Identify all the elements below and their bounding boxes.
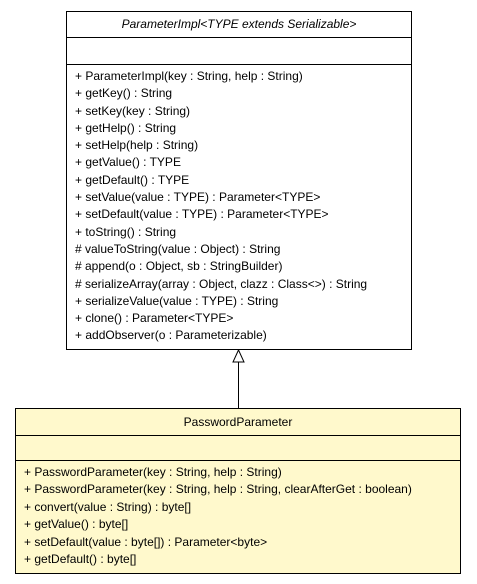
operation: + setValue(value : TYPE) : Parameter<TYP… — [75, 190, 321, 205]
operation: + getValue() : TYPE — [75, 155, 181, 170]
operation: + PasswordParameter(key : String, help :… — [24, 465, 282, 479]
operation: + getHelp() : String — [75, 120, 177, 135]
operation: + getDefault() : byte[] — [24, 551, 137, 566]
operation: + setHelp(help : String) — [75, 138, 199, 153]
operation: + setDefault(value : TYPE) : Parameter<T… — [75, 207, 329, 222]
operation: + setKey(key : String) — [75, 103, 191, 118]
class-passwordparameter[interactable]: PasswordParameter + PasswordParameter(ke… — [15, 408, 461, 574]
operations-compartment-passwordparameter: + PasswordParameter(key : String, help :… — [16, 461, 460, 568]
operation: # append(o : Object, sb : StringBuilder) — [75, 259, 283, 274]
generalization-arrowhead-icon — [232, 348, 245, 363]
operation: + ParameterImpl(key : String, help : Str… — [75, 69, 303, 83]
operations-compartment-parameterimpl: + ParameterImpl(key : String, help : Str… — [67, 65, 411, 345]
operation: + PasswordParameter(key : String, help :… — [24, 482, 412, 497]
operation: # valueToString(value : Object) : String — [75, 241, 281, 256]
operation: + getValue() : byte[] — [24, 517, 129, 532]
class-name-parameterimpl: ParameterImpl<TYPE extends Serializable> — [67, 12, 411, 38]
operation: + getKey() : String — [75, 86, 173, 101]
class-parameterimpl[interactable]: ParameterImpl<TYPE extends Serializable>… — [66, 11, 412, 350]
operation: + clone() : Parameter<TYPE> — [75, 311, 234, 326]
class-name-passwordparameter: PasswordParameter — [16, 409, 460, 436]
operation: # serializeArray(array : Object, clazz :… — [75, 276, 368, 291]
operation: + setDefault(value : byte[]) : Parameter… — [24, 534, 268, 549]
operation: + convert(value : String) : byte[] — [24, 499, 192, 514]
operation: + serializeValue(value : TYPE) : String — [75, 293, 279, 308]
operation: + getDefault() : TYPE — [75, 172, 190, 187]
attributes-compartment-parameterimpl — [67, 38, 411, 65]
attributes-compartment-passwordparameter — [16, 436, 460, 461]
operation: + addObserver(o : Parameterizable) — [75, 328, 267, 343]
operation: + toString() : String — [75, 224, 177, 239]
